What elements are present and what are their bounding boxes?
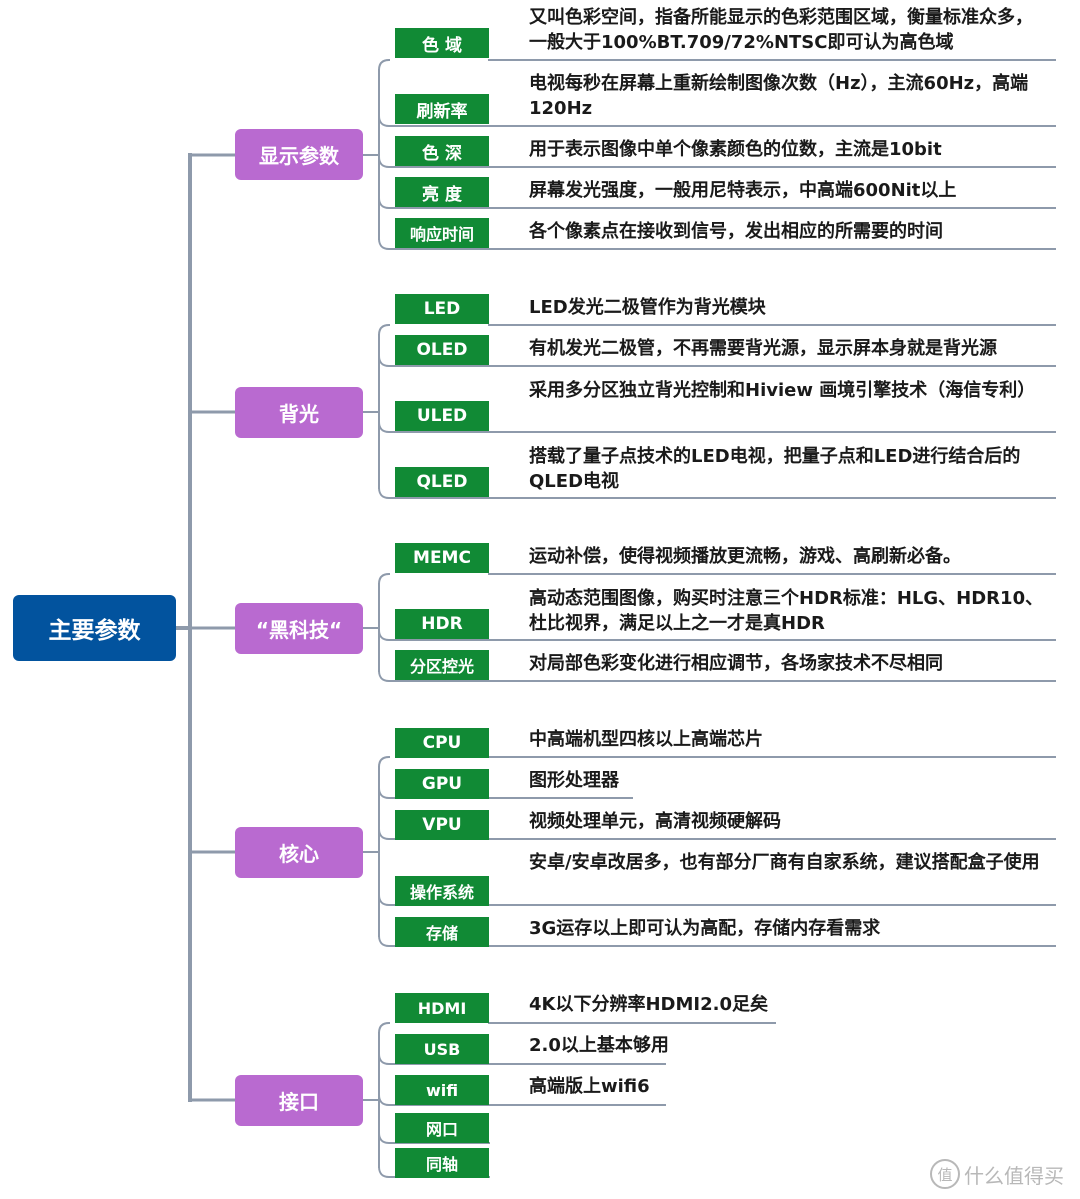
bracket-curve-top-3 <box>377 755 391 769</box>
leaf-underline-2-2 <box>377 669 1056 682</box>
leaf-underline-0-4 <box>377 237 1056 250</box>
leaf-hdr: HDR <box>395 609 489 639</box>
desc-hdr: 高动态范围图像，购买时注意三个HDR标准：HLG、HDR10、杜比视界，满足以上… <box>529 588 1044 634</box>
leaf-underline-4-1 <box>377 1052 666 1065</box>
desc-vpu: 视频处理单元，高清视频硬解码 <box>529 811 781 832</box>
leaf-led: LED <box>395 294 489 324</box>
leaf-underline-1-2 <box>377 420 1056 433</box>
leaf-underline-0-3 <box>377 196 1056 209</box>
leaf-underline-0-1 <box>377 114 1056 127</box>
desc-wifi: 高端版上wifi6 <box>529 1076 650 1097</box>
leaf-underline-1-1 <box>377 354 1056 367</box>
leaf-underline-4-3 <box>377 1131 490 1144</box>
leaf-vpu: VPU <box>395 810 489 840</box>
desc-led: LED发光二极管作为背光模块 <box>529 297 766 318</box>
watermark-text: 什么值得买 <box>964 1163 1064 1188</box>
category-ports: 接口 <box>235 1075 363 1126</box>
leaf-underline-1-3 <box>377 486 1056 499</box>
leaf-gpu: GPU <box>395 769 489 799</box>
desc-gpu: 图形处理器 <box>529 770 619 791</box>
leaf-coaxial: 同轴 <box>395 1148 489 1178</box>
leaf-color-gamut: 色 域 <box>395 28 489 58</box>
category-display: 显示参数 <box>235 129 363 180</box>
leaf-uled: ULED <box>395 401 489 431</box>
desc-usb: 2.0以上基本够用 <box>529 1035 669 1056</box>
leaf-memc: MEMC <box>395 543 489 573</box>
desc-cpu: 中高端机型四核以上高端芯片 <box>529 729 763 750</box>
desc-os: 安卓/安卓改居多，也有部分厂商有自家系统，建议搭配盒子使用 <box>529 852 1040 873</box>
category-core: 核心 <box>235 827 363 878</box>
leaf-underline-3-3 <box>377 893 1056 906</box>
leaf-oled: OLED <box>395 335 489 365</box>
bracket-curve-top-4 <box>377 1021 391 1035</box>
leaf-refresh-rate: 刷新率 <box>395 94 489 124</box>
bracket-curve-top-0 <box>377 58 391 72</box>
category-black-tech: “黑科技“ <box>235 603 363 654</box>
leaf-color-depth: 色 深 <box>395 136 489 166</box>
watermark: 值 什么值得买 <box>930 1159 1064 1189</box>
watermark-logo-icon: 值 <box>930 1159 960 1189</box>
leaf-storage: 存储 <box>395 917 489 947</box>
root-node: 主要参数 <box>13 595 176 661</box>
leaf-brightness: 亮 度 <box>395 177 489 207</box>
desc-color-depth: 用于表示图像中单个像素颜色的位数，主流是10bit <box>529 139 942 160</box>
leaf-local-dimming: 分区控光 <box>395 650 489 680</box>
desc-brightness: 屏幕发光强度，一般用尼特表示，中高端600Nit以上 <box>529 180 957 201</box>
leaf-underline-3-1 <box>377 786 633 799</box>
leaf-response-time: 响应时间 <box>395 218 489 248</box>
leaf-underline-3-4 <box>377 934 1056 947</box>
leaf-ethernet: 网口 <box>395 1113 489 1143</box>
desc-refresh-rate: 电视每秒在屏幕上重新绘制图像次数（Hz），主流60Hz，高端120Hz <box>529 73 1029 119</box>
leaf-underline-3-2 <box>377 827 1056 840</box>
leaf-underline-4-4 <box>377 1165 490 1178</box>
leaf-underline-4-2 <box>377 1093 666 1106</box>
desc-response-time: 各个像素点在接收到信号，发出相应的所需要的时间 <box>529 221 943 242</box>
leaf-hdmi: HDMI <box>395 993 489 1023</box>
desc-memc: 运动补偿，使得视频播放更流畅，游戏、高刷新必备。 <box>529 546 961 567</box>
leaf-qled: QLED <box>395 467 489 497</box>
category-backlight: 背光 <box>235 387 363 438</box>
desc-oled: 有机发光二极管，不再需要背光源，显示屏本身就是背光源 <box>529 338 997 359</box>
desc-uled: 采用多分区独立背光控制和Hiview 画境引擎技术（海信专利） <box>529 380 1036 401</box>
bracket-curve-top-1 <box>377 323 391 337</box>
desc-hdmi: 4K以下分辨率HDMI2.0足矣 <box>529 994 768 1015</box>
desc-qled: 搭载了量子点技术的LED电视，把量子点和LED进行结合后的QLED电视 <box>529 446 1021 492</box>
leaf-os: 操作系统 <box>395 876 489 906</box>
leaf-usb: USB <box>395 1034 489 1064</box>
leaf-underline-2-1 <box>377 628 1056 641</box>
desc-color-gamut: 又叫色彩空间，指备所能显示的色彩范围区域，衡量标准众多，一般大于100%BT.7… <box>529 7 1033 53</box>
leaf-cpu: CPU <box>395 728 489 758</box>
bracket-curve-top-2 <box>377 572 391 586</box>
leaf-underline-0-2 <box>377 155 1056 168</box>
desc-storage: 3G运存以上即可认为高配，存储内存看需求 <box>529 918 881 939</box>
leaf-wifi: wifi <box>395 1075 489 1105</box>
desc-local-dimming: 对局部色彩变化进行相应调节，各场家技术不尽相同 <box>529 653 943 674</box>
